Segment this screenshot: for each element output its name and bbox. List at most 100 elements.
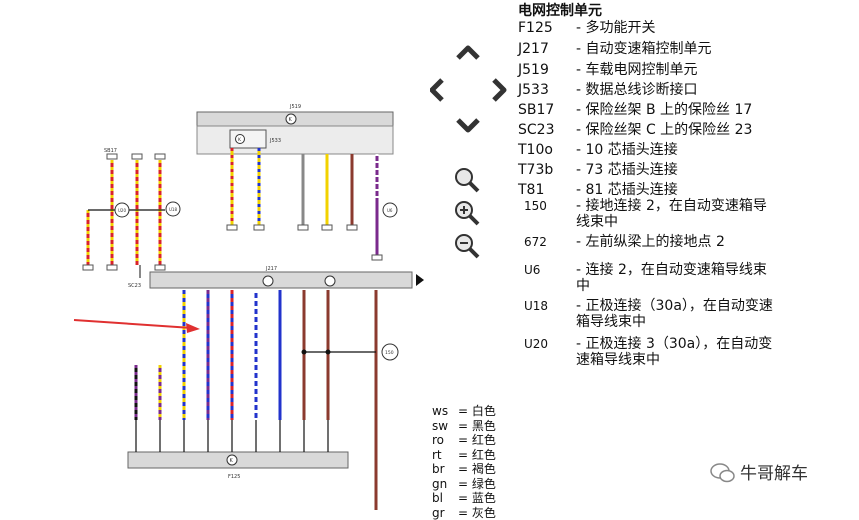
color-name: = 蓝色: [458, 491, 496, 505]
legend-desc: - 保险丝架 C 上的保险丝 23: [576, 119, 752, 139]
legend-code: SC23: [518, 122, 576, 138]
legend-code: T81: [518, 182, 576, 198]
j217-wires: [136, 290, 376, 510]
f125-module: [128, 452, 348, 468]
j519-connector-tags: [227, 225, 382, 260]
legend-code: 672: [518, 235, 576, 249]
j519-body: [197, 126, 393, 154]
j519-label: J519: [289, 104, 301, 110]
legend-code: U6: [518, 263, 576, 277]
color-name: = 红色: [458, 433, 496, 447]
legend-code: J217: [518, 41, 576, 57]
legend-desc: - 连接 2，在自动变速箱导线束中: [576, 262, 776, 294]
legend-desc: - 73 芯插头连接: [576, 159, 678, 179]
color-abbr: ro: [432, 433, 458, 448]
j533-label: J533: [269, 138, 281, 144]
color-abbr: rt: [432, 448, 458, 463]
color-code-row: gn= 绿色: [432, 477, 496, 492]
color-code-row: rt= 红色: [432, 448, 496, 463]
legend-desc: - 多功能开关: [576, 17, 656, 37]
legend-code: 150: [518, 199, 576, 213]
legend-code: T73b: [518, 162, 576, 178]
viewer-controls: [430, 44, 510, 274]
legend-item: U6- 连接 2，在自动变速箱导线束中: [518, 262, 776, 294]
legend-item: U20- 正极连接 3（30a），在自动变速箱导线束中: [518, 336, 776, 368]
color-abbr: bl: [432, 491, 458, 506]
color-name: = 红色: [458, 448, 496, 462]
color-name: = 绿色: [458, 477, 496, 491]
j217-module: [150, 272, 412, 288]
node-u20-label: U20: [118, 208, 126, 213]
fuse-wires: [88, 160, 165, 278]
f125-input-lines: [136, 420, 328, 452]
color-abbr: sw: [432, 419, 458, 434]
legend-item: U18- 正极连接（30a），在自动变速箱导线束中: [518, 298, 776, 330]
legend-item: J519- 车载电网控制单元: [518, 59, 698, 79]
color-abbr: gn: [432, 477, 458, 492]
legend-item: 150- 接地连接 2，在自动变速箱导线束中: [518, 198, 776, 230]
color-abbr: gr: [432, 506, 458, 520]
j217-ground-symbol-1: [263, 276, 273, 286]
legend-desc: - 车载电网控制单元: [576, 59, 698, 79]
legend-desc: - 保险丝架 B 上的保险丝 17: [576, 99, 752, 119]
color-name: = 黑色: [458, 419, 496, 433]
legend-item: 672- 左前纵梁上的接地点 2: [518, 234, 776, 250]
legend-desc: - 10 芯插头连接: [576, 139, 678, 159]
watermark-text: 牛哥解车: [740, 459, 808, 484]
pointer-arrow-head-icon: [186, 323, 200, 333]
j217-arrow-icon: [416, 274, 424, 286]
legend-desc: - 自动变速箱控制单元: [576, 38, 712, 58]
legend-code: U18: [518, 299, 576, 313]
color-name: = 白色: [458, 404, 496, 418]
color-abbr: br: [432, 462, 458, 477]
legend-desc: - 81 芯插头连接: [576, 179, 678, 199]
legend-item: J217- 自动变速箱控制单元: [518, 38, 712, 58]
legend-code: U20: [518, 337, 576, 351]
legend-item: SB17- 保险丝架 B 上的保险丝 17: [518, 99, 752, 119]
legend-code: J533: [518, 82, 576, 98]
j217-ground-symbol-2: [325, 276, 335, 286]
j519-wires: [232, 148, 397, 255]
node-150-label: 150: [385, 350, 394, 356]
legend-item: SC23- 保险丝架 C 上的保险丝 23: [518, 119, 752, 139]
color-code-row: ro= 红色: [432, 433, 496, 448]
wechat-icon: [710, 462, 736, 484]
color-code-row: br= 褐色: [432, 462, 496, 477]
node-u18-label: U18: [169, 207, 177, 212]
legend-code: T10o: [518, 142, 576, 158]
sb17-label: SB17: [104, 148, 117, 154]
color-code-row: gr= 灰色: [432, 506, 496, 520]
legend-desc: - 正极连接（30a），在自动变速箱导线束中: [576, 298, 776, 330]
legend-item: T73b- 73 芯插头连接: [518, 159, 678, 179]
legend-item: T10o- 10 芯插头连接: [518, 139, 678, 159]
pan-left-icon[interactable]: [432, 80, 442, 100]
legend-desc: - 数据总线诊断接口: [576, 79, 698, 99]
j217-label: J217: [265, 266, 277, 272]
color-name: = 褐色: [458, 462, 496, 476]
color-abbr: ws: [432, 404, 458, 419]
legend-item: T81- 81 芯插头连接: [518, 179, 678, 199]
pan-right-icon[interactable]: [494, 80, 504, 100]
pointer-arrow: [74, 320, 192, 328]
legend-desc: - 正极连接 3（30a），在自动变速箱导线束中: [576, 336, 776, 368]
legend-code: J519: [518, 62, 576, 78]
zoom-in-icon[interactable]: [456, 202, 478, 224]
legend-code: F125: [518, 20, 576, 36]
f125-label: F125: [228, 474, 240, 480]
zoom-out-icon[interactable]: [456, 235, 478, 257]
node-u6-label: U6: [387, 208, 393, 213]
legend-item: J533- 数据总线诊断接口: [518, 79, 698, 99]
color-code-row: sw= 黑色: [432, 419, 496, 434]
sc23-label: SC23: [128, 283, 141, 289]
zoom-fit-icon[interactable]: [456, 169, 478, 191]
pan-up-icon[interactable]: [458, 48, 478, 58]
color-name: = 灰色: [458, 506, 496, 520]
color-code-row: bl= 蓝色: [432, 491, 496, 506]
color-code-row: ws= 白色: [432, 404, 496, 419]
circuit-diagram: J519 K K J533 SB17 SC23 U20: [0, 0, 500, 510]
pan-down-icon[interactable]: [458, 120, 478, 130]
legend-desc: - 接地连接 2，在自动变速箱导线束中: [576, 198, 776, 230]
legend-code: SB17: [518, 102, 576, 118]
legend-item: F125- 多功能开关: [518, 17, 656, 37]
